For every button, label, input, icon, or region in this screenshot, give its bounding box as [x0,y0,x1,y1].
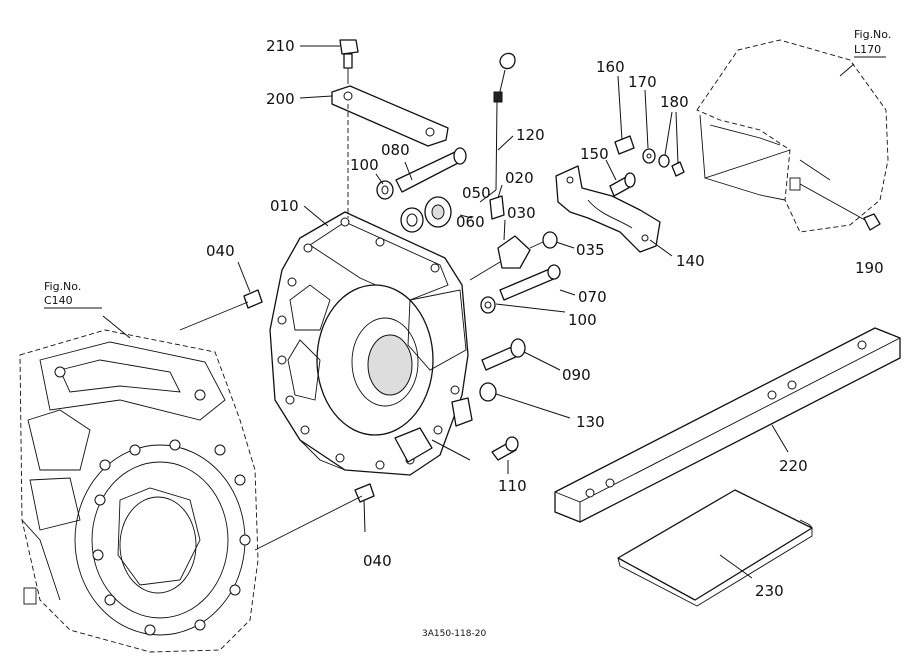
part-label-210[interactable]: 210 [266,37,295,55]
bracket-140-drawing [555,165,661,253]
part-label-035[interactable]: 035 [576,241,605,259]
part-label-100-mid[interactable]: 100 [568,311,597,329]
fig-ref-l170-line2: L170 [854,43,881,56]
part-label-220[interactable]: 220 [779,457,808,475]
part-label-200[interactable]: 200 [266,90,295,108]
plug-130-drawing [479,382,497,402]
part-label-160[interactable]: 160 [596,58,625,76]
fig-ref-l170-line1: Fig.No. [854,28,891,41]
dowel-pin-040-top-drawing [179,289,263,331]
fender-l170-drawing [696,39,889,233]
dowel-pin-040-bottom-drawing [254,483,375,551]
bolt-110-drawing [491,436,519,461]
nut-180b-drawing [671,161,685,177]
part-label-230[interactable]: 230 [755,582,784,600]
part-label-040-top[interactable]: 040 [206,242,235,260]
bracket-200-drawing [331,85,449,218]
part-label-020[interactable]: 020 [505,169,534,187]
bolt-160-drawing [614,135,635,155]
cover-030-drawing [469,235,531,281]
part-label-110[interactable]: 110 [498,477,527,495]
part-label-120[interactable]: 120 [516,126,545,144]
bar-220-drawing [554,327,901,523]
part-label-040-bottom[interactable]: 040 [363,552,392,570]
part-label-190[interactable]: 190 [855,259,884,277]
nut-190-drawing [799,183,881,231]
bolt-035-drawing [529,231,558,249]
part-labels: 210 200 010 040 040 100 080 050 060 020 … [206,37,884,600]
seal-060-drawing [400,207,424,233]
fig-ref-c140[interactable]: Fig.No. C140 [44,280,102,309]
bolt-090-drawing [481,338,526,371]
part-label-050[interactable]: 050 [462,184,491,202]
part-label-130[interactable]: 130 [576,413,605,431]
part-label-010[interactable]: 010 [270,197,299,215]
washer-180-drawing [658,154,670,168]
part-label-140[interactable]: 140 [676,252,705,270]
fig-ref-c140-line2: C140 [44,294,73,307]
guide-020-drawing [489,195,505,220]
part-label-170[interactable]: 170 [628,73,657,91]
bolt-080-drawing [395,147,467,193]
dipstick-120-drawing [493,52,516,191]
bearing-050-drawing [424,196,452,228]
stud-bolt-070-drawing [499,264,561,301]
part-label-070[interactable]: 070 [578,288,607,306]
leader-lines [102,45,855,579]
part-label-100-top[interactable]: 100 [350,156,379,174]
part-label-150[interactable]: 150 [580,145,609,163]
fig-ref-l170[interactable]: Fig.No. L170 [854,28,891,58]
part-label-080[interactable]: 080 [381,141,410,159]
washer-170-drawing [642,148,656,164]
bolt-150-drawing [609,172,636,197]
sheet-230-drawing [617,489,813,607]
drawing-code: 3A150-118-20 [422,629,486,639]
part-label-180[interactable]: 180 [660,93,689,111]
part-label-030[interactable]: 030 [507,204,536,222]
housing-010-drawing [269,211,473,476]
part-label-060[interactable]: 060 [456,213,485,231]
part-label-090[interactable]: 090 [562,366,591,384]
washer-100-top-drawing [376,180,394,200]
transmission-case-c140-drawing [19,329,259,653]
fig-ref-c140-line1: Fig.No. [44,280,81,293]
bolt-210-drawing [339,39,359,84]
washer-100-mid-drawing [480,296,496,314]
